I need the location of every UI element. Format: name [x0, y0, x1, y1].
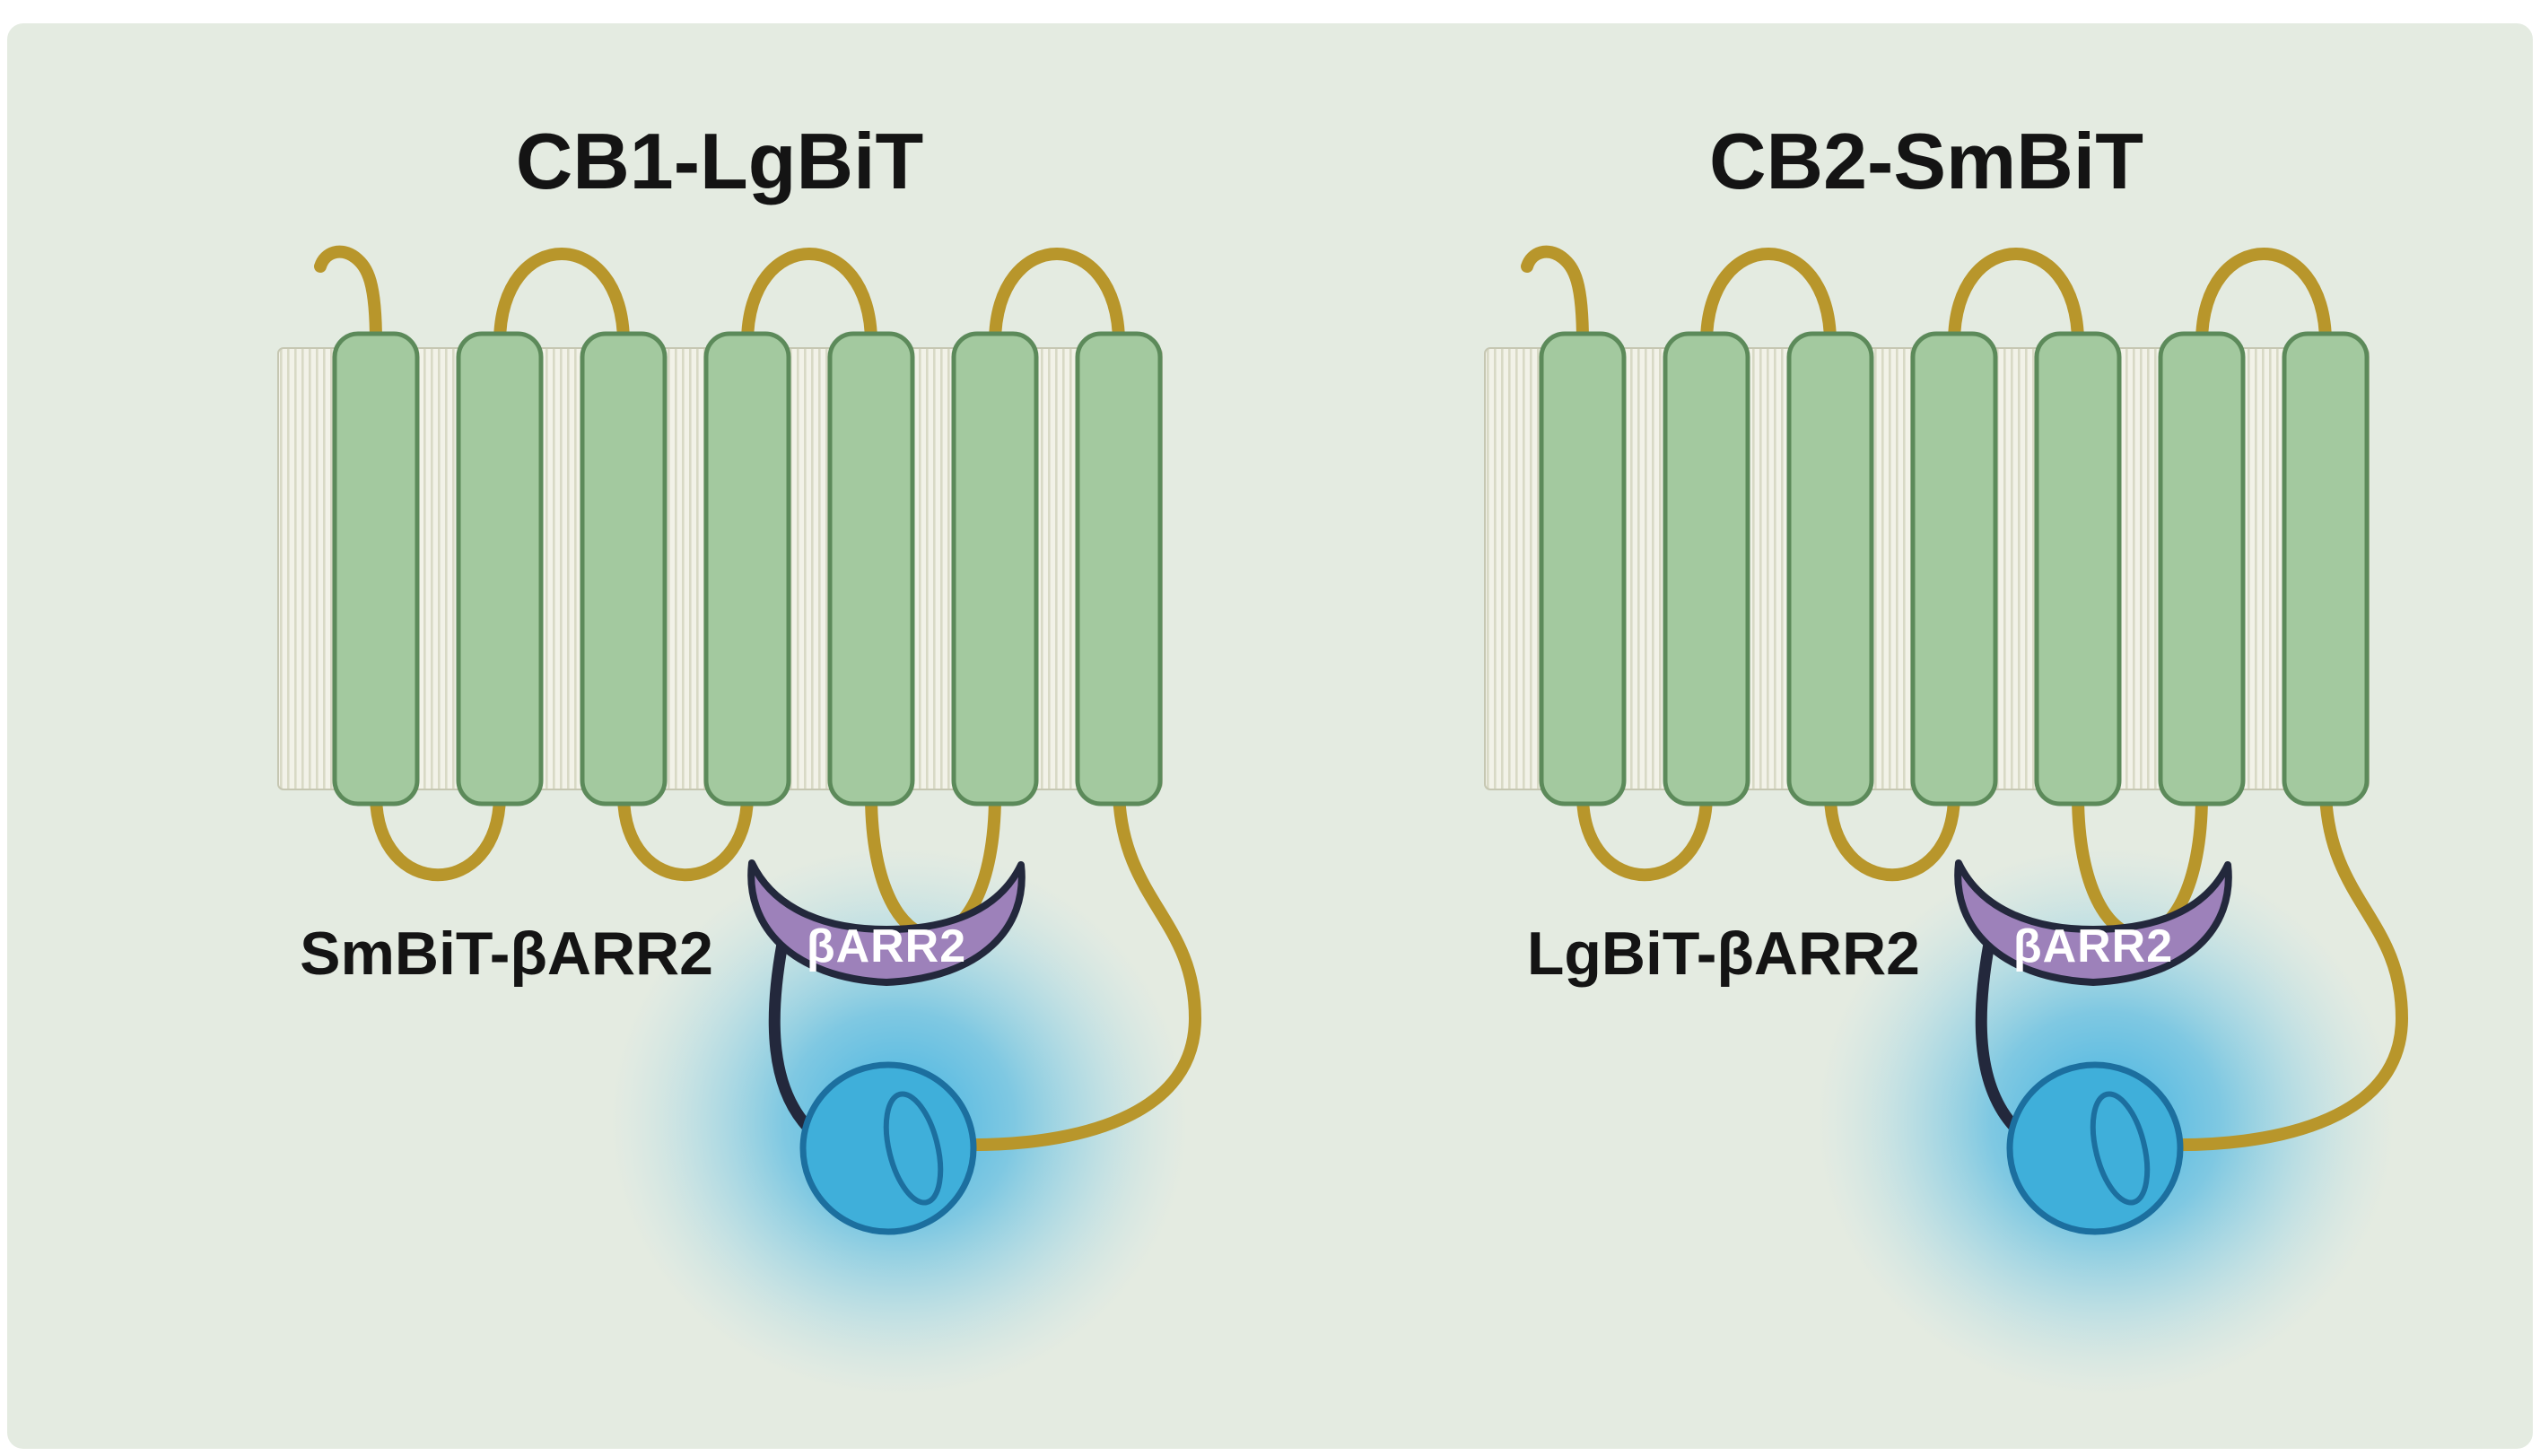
cb2-receptor-diagram	[1485, 252, 2402, 1396]
fusion-label-cb2: LgBiT-βARR2	[1527, 920, 1920, 988]
panel-cb1: CB1-LgBiT SmBiT-βARR2 βARR2	[278, 117, 1195, 1396]
panel-title-cb2: CB2-SmBiT	[1709, 117, 2143, 205]
panel-title-cb1: CB1-LgBiT	[516, 117, 924, 205]
panel-cb2: CB2-SmBiT LgBiT-βARR2 βARR2	[1485, 117, 2402, 1396]
cb1-receptor-diagram	[278, 252, 1195, 1396]
arrestin-label-cb1: βARR2	[807, 920, 966, 972]
fusion-label-cb1: SmBiT-βARR2	[300, 920, 713, 988]
arrestin-label-cb2: βARR2	[2013, 920, 2173, 972]
